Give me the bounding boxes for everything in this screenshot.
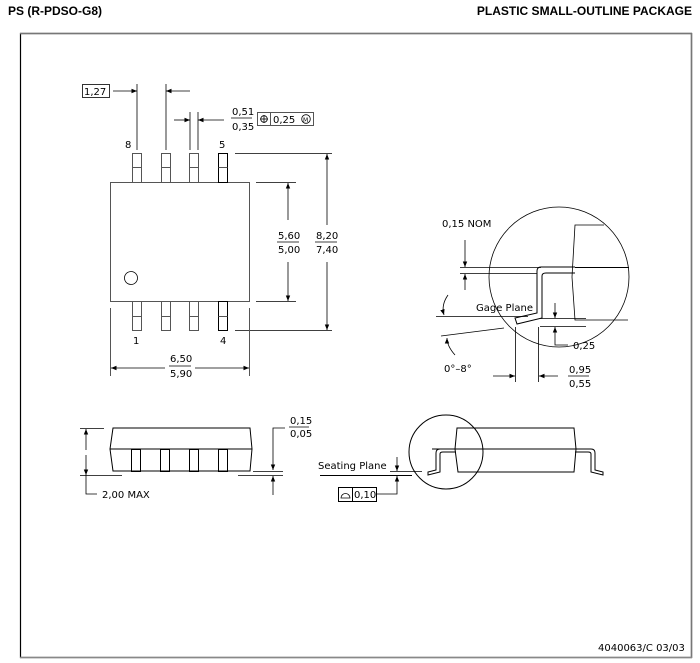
pin-label-5: 5 <box>219 140 225 151</box>
pin-label-8: 8 <box>125 140 131 151</box>
pin-label-1: 1 <box>133 336 139 347</box>
body-width-max: 5,60 <box>278 231 300 242</box>
overall-width-max: 8,20 <box>316 231 338 242</box>
left-lead <box>427 448 456 476</box>
pin-pitch-value: 1,27 <box>84 87 106 98</box>
standoff-min: 0,05 <box>290 429 312 440</box>
body-width-min: 5,00 <box>278 245 300 256</box>
body-length-max: 6,50 <box>170 354 192 365</box>
top-view: 8 5 1 4 1,27 0,51 0,35 0, <box>82 84 338 380</box>
side-view: 2,00 MAX 0,15 0,05 <box>80 416 312 501</box>
mmc-modifier-icon <box>301 114 311 124</box>
lead-width-dimension: 0,51 0,35 0,25 M <box>174 107 314 150</box>
detail-circle <box>408 414 484 490</box>
gage-height-value: 0,25 <box>573 341 595 352</box>
coplanarity-frame <box>338 487 353 502</box>
bottom-leads <box>132 301 228 331</box>
detail-view: 0,15 NOM Gage Plane 0,25 0°–8° 0,95 0,55 <box>436 206 630 390</box>
detail-lead <box>514 266 575 325</box>
top-leads <box>132 153 228 183</box>
position-tolerance-value: 0,25 <box>273 115 295 126</box>
coplanarity-value: 0,10 <box>354 490 376 501</box>
body-length-dimension: 6,50 5,90 <box>110 308 250 380</box>
end-view: Seating Plane 0,10 <box>318 414 604 502</box>
drawing-number: 4040063/C 03/03 <box>598 643 685 654</box>
lead-width-min: 0,35 <box>232 122 254 133</box>
svg-text:M: M <box>303 117 308 124</box>
package-body <box>110 182 250 302</box>
angle-range-label: 0°–8° <box>444 364 472 375</box>
end-body-outline <box>454 427 577 473</box>
package-code-title: PS (R-PDSO-G8) <box>8 4 103 18</box>
lead-thickness-label: 0,15 NOM <box>442 219 491 230</box>
body-length-min: 5,90 <box>170 369 192 380</box>
pin1-indicator-dot <box>124 271 138 285</box>
foot-length-min: 0,55 <box>569 379 591 390</box>
right-lead <box>575 448 604 476</box>
body-width-dimension: 5,60 5,00 <box>256 182 300 302</box>
seating-plane-label: Seating Plane <box>318 461 387 472</box>
detail-enlarged-circle <box>488 206 630 348</box>
lead-width-max: 0,51 <box>232 107 254 118</box>
foot-length-max: 0,95 <box>569 365 591 376</box>
package-description-title: PLASTIC SMALL-OUTLINE PACKAGE <box>476 4 692 18</box>
pin-pitch-dimension: 1,27 <box>82 84 190 150</box>
height-max-label: 2,00 MAX <box>102 490 150 501</box>
standoff-max: 0,15 <box>290 416 312 427</box>
overall-width-min: 7,40 <box>316 245 338 256</box>
pin-label-4: 4 <box>220 336 226 347</box>
gage-plane-label: Gage Plane <box>476 303 533 314</box>
overall-width-dimension: 8,20 7,40 <box>235 153 338 331</box>
profile-surface-icon <box>340 493 351 499</box>
